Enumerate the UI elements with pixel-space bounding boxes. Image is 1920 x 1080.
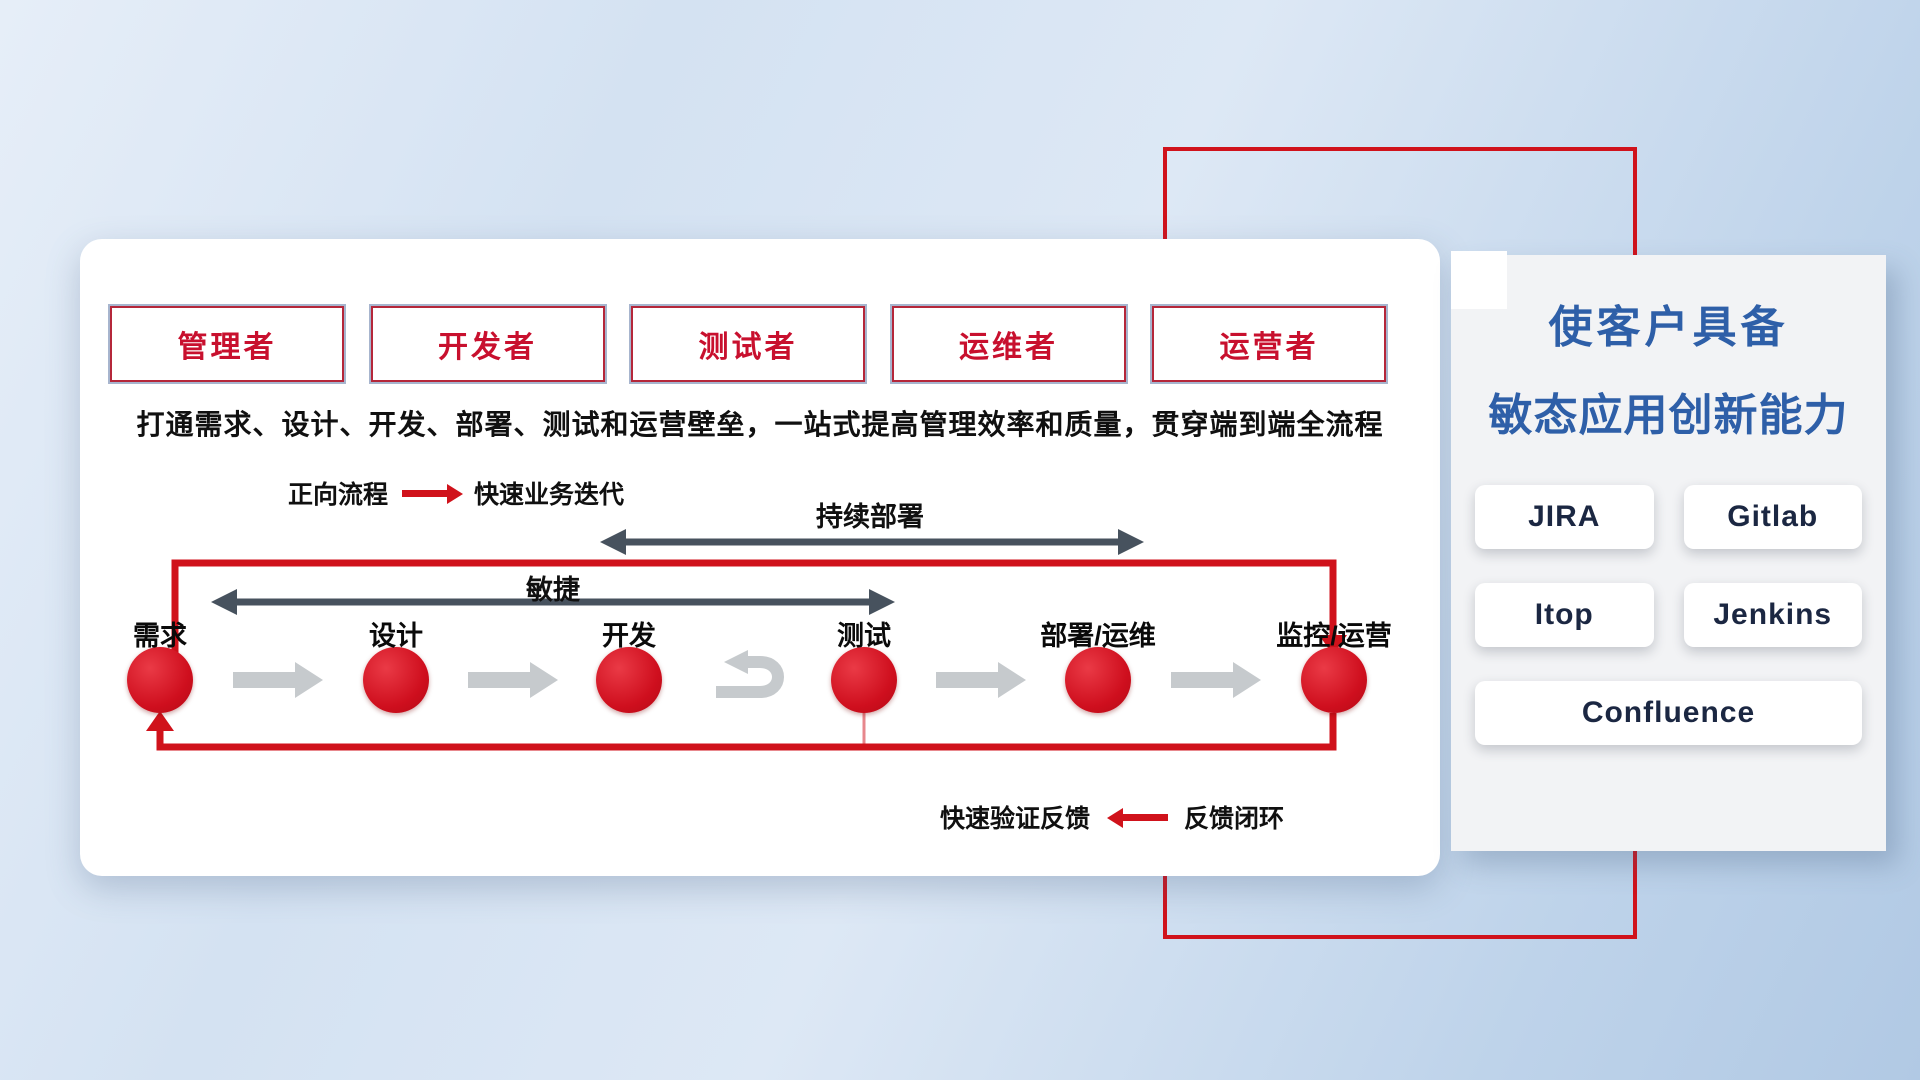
tool-chip-jenkins: Jenkins — [1683, 583, 1862, 647]
role-box-tester: 测试者 — [631, 306, 865, 382]
stage-circle-development — [596, 647, 662, 713]
stage-circle-deploy-ops — [1065, 647, 1131, 713]
panel-corner-decoration — [1451, 251, 1507, 309]
stage-label: 监控/运营 — [1276, 621, 1392, 651]
agile-label: 敏捷 — [526, 575, 580, 605]
stage-circle-monitor-operate — [1301, 647, 1367, 713]
flow-description: 打通需求、设计、开发、部署、测试和运营壁垒，一站式提高管理效率和质量，贯穿端到端… — [136, 409, 1384, 440]
role-label: 开发者 — [438, 331, 537, 364]
stage-label: 测试 — [837, 621, 891, 651]
stage-circle-requirements — [127, 647, 193, 713]
role-boxes-row: 管理者 开发者 测试者 运维者 运营者 — [110, 306, 1386, 382]
stage-connector-arrow — [468, 662, 558, 698]
role-box-manager: 管理者 — [110, 306, 344, 382]
tool-chip-itop: Itop — [1475, 583, 1654, 647]
forward-legend-value: 快速业务迭代 — [474, 481, 625, 509]
tool-chip-confluence: Confluence — [1475, 681, 1862, 745]
panel-title-line2: 敏态应用创新能力 — [1488, 391, 1849, 440]
devops-flow-card: 管理者 开发者 测试者 运维者 运营者 打通需求、设计、开发、部署、测试和运营壁… — [80, 239, 1440, 876]
stage-connector-arrow — [936, 662, 1026, 698]
tools-grid: JIRA Gitlab Itop Jenkins Confluence — [1475, 485, 1862, 745]
tools-panel: 使客户具备 敏态应用创新能力 JIRA Gitlab Itop Jenkins … — [1451, 251, 1886, 851]
continuous-deploy-label: 持续部署 — [816, 502, 924, 532]
forward-loop-arrow — [171, 559, 1347, 655]
stage-connector-arrow — [233, 662, 323, 698]
stage-label: 部署/运维 — [1040, 621, 1156, 651]
stage-connector-arrow — [1171, 662, 1261, 698]
feedback-arrow-icon — [1107, 807, 1169, 828]
stage-circle-testing — [831, 647, 897, 713]
feedback-loop-arrow — [146, 711, 1337, 751]
iteration-loop-icon — [716, 650, 784, 698]
forward-legend: 正向流程 快速业务迭代 — [288, 475, 624, 511]
role-box-developer: 开发者 — [370, 306, 605, 382]
forward-legend-label: 正向流程 — [288, 481, 389, 509]
agile-range-arrow — [211, 589, 895, 615]
stage-label: 设计 — [369, 621, 423, 651]
role-label: 运维者 — [959, 331, 1058, 364]
role-label: 运营者 — [1219, 331, 1319, 364]
tool-chip-jira: JIRA — [1475, 485, 1654, 549]
feedback-legend-value: 反馈闭环 — [1184, 805, 1285, 833]
role-box-operator: 运营者 — [1152, 306, 1386, 382]
continuous-deploy-range-arrow — [600, 529, 1144, 555]
tool-chip-gitlab: Gitlab — [1683, 485, 1862, 549]
forward-arrow-icon — [402, 483, 464, 504]
panel-title-line1: 使客户具备 — [1548, 303, 1789, 352]
role-box-ops: 运维者 — [891, 306, 1126, 382]
stage-label: 需求 — [133, 621, 187, 651]
feedback-legend: 快速验证反馈 反馈闭环 — [940, 799, 1284, 835]
role-label: 测试者 — [698, 331, 798, 364]
stage-label: 开发 — [602, 621, 656, 651]
flow-arrows-graphic — [146, 529, 1347, 751]
feedback-legend-label: 快速验证反馈 — [940, 805, 1091, 833]
stage-circle-design — [363, 647, 429, 713]
role-label: 管理者 — [177, 331, 277, 364]
